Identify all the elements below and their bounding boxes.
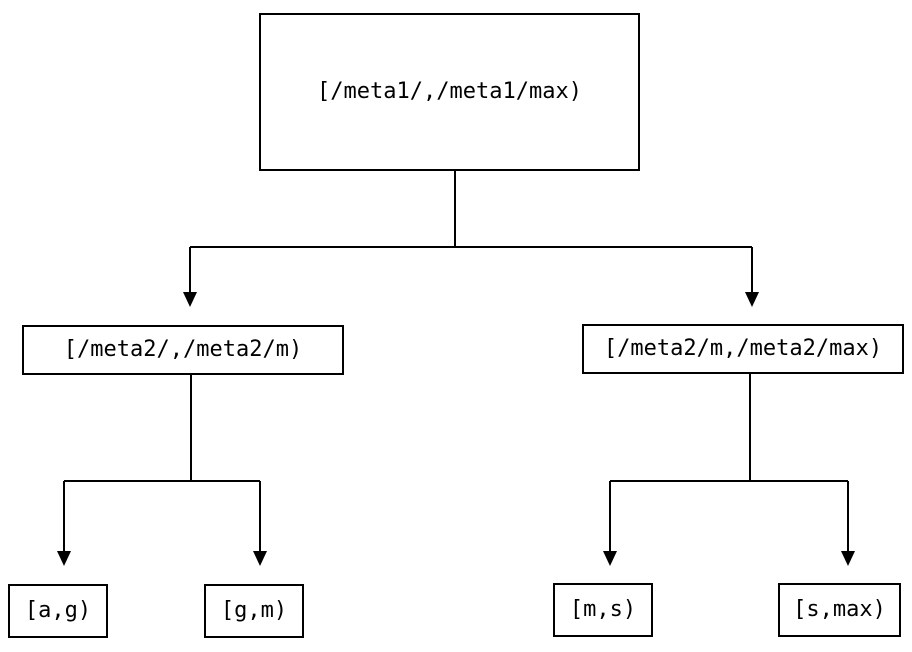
tree-node-left-label: [/meta2/,/meta2/m) [63,337,303,362]
tree-node-right-label: [/meta2/m,/meta2/max) [603,336,883,361]
tree-node-leaf-ms: [m,s) [553,583,653,637]
arrowhead-icon [603,551,617,566]
arrowhead-icon [253,551,267,566]
tree-node-root-label: [/meta1/,/meta1/max) [317,79,582,104]
tree-node-right: [/meta2/m,/meta2/max) [582,324,904,374]
tree-node-root: [/meta1/,/meta1/max) [259,13,640,171]
tree-node-left: [/meta2/,/meta2/m) [22,325,344,375]
connector-right-subtree [609,374,849,552]
arrowhead-icon [183,292,197,307]
arrowhead-icon [745,292,759,307]
connector-left-subtree [63,375,261,552]
arrowhead-icon [57,551,71,566]
arrowhead-icon [841,551,855,566]
tree-node-leaf-ag-label: [a,g) [24,598,92,623]
connector-root-stem [189,171,753,293]
tree-node-leaf-smax: [s,max) [778,583,901,637]
tree-node-leaf-gm-label: [g,m) [220,598,288,623]
tree-node-leaf-ms-label: [m,s) [569,597,637,622]
tree-node-leaf-ag: [a,g) [8,584,108,638]
tree-node-leaf-gm: [g,m) [204,584,304,638]
tree-node-leaf-smax-label: [s,max) [793,597,886,622]
